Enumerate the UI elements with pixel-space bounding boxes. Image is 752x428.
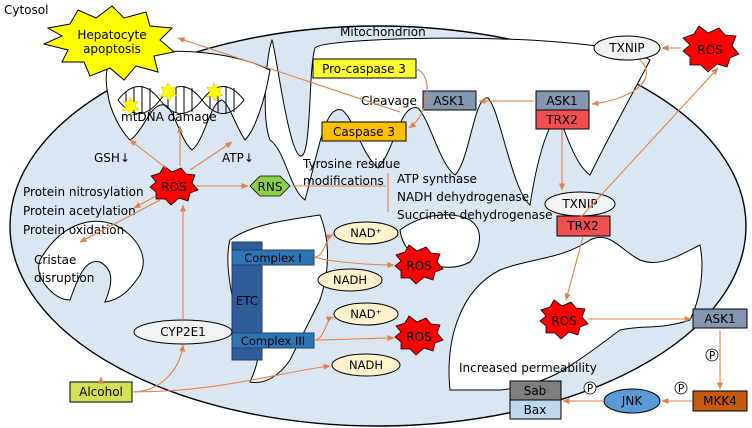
sab-label: Sab [524, 384, 547, 398]
apoptosis-label-line1: Hepatocyte [77, 28, 146, 42]
ask1-box-cleavage [422, 90, 477, 111]
ros-label-complex1: ROS [406, 259, 431, 273]
complex-1-label: Complex I [244, 251, 302, 265]
atp-synthase-label: ATP synthase [397, 172, 477, 186]
increased-permeability-label: Increased permeability [459, 361, 597, 375]
jnk-label: JNK [621, 394, 644, 408]
nad-label-2: NAD⁺ [350, 307, 381, 321]
ask1-label-right: ASK1 [704, 312, 735, 326]
pro-caspase3-label: Pro-caspase 3 [322, 62, 406, 76]
cyp2e1-label: CYP2E1 [160, 325, 206, 339]
caspase3-box [321, 121, 407, 142]
nadh-ellipse-2 [331, 353, 401, 377]
rns-hexagon [249, 175, 291, 197]
nadh-label-2: NADH [349, 358, 383, 372]
ros-label-complex3: ROS [406, 330, 431, 344]
ros-label-left: ROS [161, 180, 186, 194]
ask1-label-cleavage: ASK1 [433, 94, 464, 108]
gsh-label: GSH↓ [94, 151, 130, 165]
dna-damage-burst-icons [121, 82, 224, 116]
trx2-label-mid: TRX2 [566, 219, 599, 233]
ros-star-complex3 [394, 315, 444, 356]
etc-label: ETC [236, 294, 259, 308]
protein-nitrosylation-label: Protein nitrosylation [23, 185, 144, 199]
nadh-label-1: NADH [333, 273, 367, 287]
phospho-label-mkk4: P [678, 383, 684, 395]
phospho-circle-jnk [583, 381, 597, 395]
caspase3-label: Caspase 3 [333, 125, 395, 139]
txnip-label-top: TXNIP [608, 41, 644, 55]
ask1-box-right [692, 308, 748, 329]
trx2-box-mid [556, 215, 611, 237]
ask1-label-complex: ASK1 [546, 94, 577, 108]
complex-3-label: Complex III [241, 334, 305, 348]
atp-label: ATP↓ [222, 151, 254, 165]
mkk4-box [692, 390, 748, 412]
bax-box [509, 399, 562, 420]
cristae-label-line2: disruption [34, 271, 94, 285]
phospho-label-jnk: P [587, 383, 593, 395]
ros-star-top-right [682, 25, 740, 73]
succinate-dehydrogenase-label: Succinate dehydrogenase [397, 208, 553, 222]
phospho-label-ask1: P [709, 350, 715, 362]
mitochondrion-label: Mitochondrion [340, 25, 426, 39]
mtdna-damage-label: mtDNA damage [121, 110, 217, 124]
alcohol-label: Alcohol [79, 385, 123, 399]
apoptosis-label-line2: apoptosis [83, 42, 141, 56]
protein-acetylation-label: Protein acetylation [23, 204, 136, 218]
cytosol-label: Cytosol [4, 3, 48, 17]
nadh-dehydrogenase-label: NADH dehydrogenase [397, 190, 529, 204]
cristae-fold-left [38, 220, 144, 303]
nad-ellipse-2 [333, 302, 399, 326]
cristae-fold-dna [105, 50, 271, 151]
cleavage-label: Cleavage [361, 94, 417, 108]
bax-label: Bax [524, 403, 547, 417]
phospho-circle-mkk4 [674, 381, 688, 395]
connector-arrows [79, 37, 723, 404]
ros-star-complex1 [394, 244, 444, 285]
mkk4-label: MKK4 [703, 394, 737, 408]
ros-label-right-lower: ROS [551, 314, 576, 328]
pro-caspase3-box [312, 58, 417, 79]
trx2-label-complex: TRX2 [545, 113, 578, 127]
ros-label-top-right: ROS [697, 43, 722, 57]
tyrosine-label-line2: modifications [303, 174, 384, 188]
txnip-ellipse-top [593, 35, 661, 61]
cristae-label-line1: Cristae [34, 253, 76, 267]
txnip-label-mid: TXNIP [561, 197, 597, 211]
nad-ellipse-1 [333, 221, 399, 245]
rns-label: RNS [258, 180, 283, 194]
hepatocyte-apoptosis-burst [42, 5, 176, 81]
trx2-box-complex [535, 109, 590, 130]
nad-label-1: NAD⁺ [350, 226, 381, 240]
tyrosine-label-line1: Tyrosine residue [302, 157, 400, 171]
protein-oxidation-label: Protein oxidation [23, 223, 124, 237]
ros-star-left [149, 165, 199, 206]
ros-star-right-lower [539, 299, 589, 340]
phospho-circle-ask1 [705, 348, 719, 362]
nadh-ellipse-1 [317, 268, 383, 292]
